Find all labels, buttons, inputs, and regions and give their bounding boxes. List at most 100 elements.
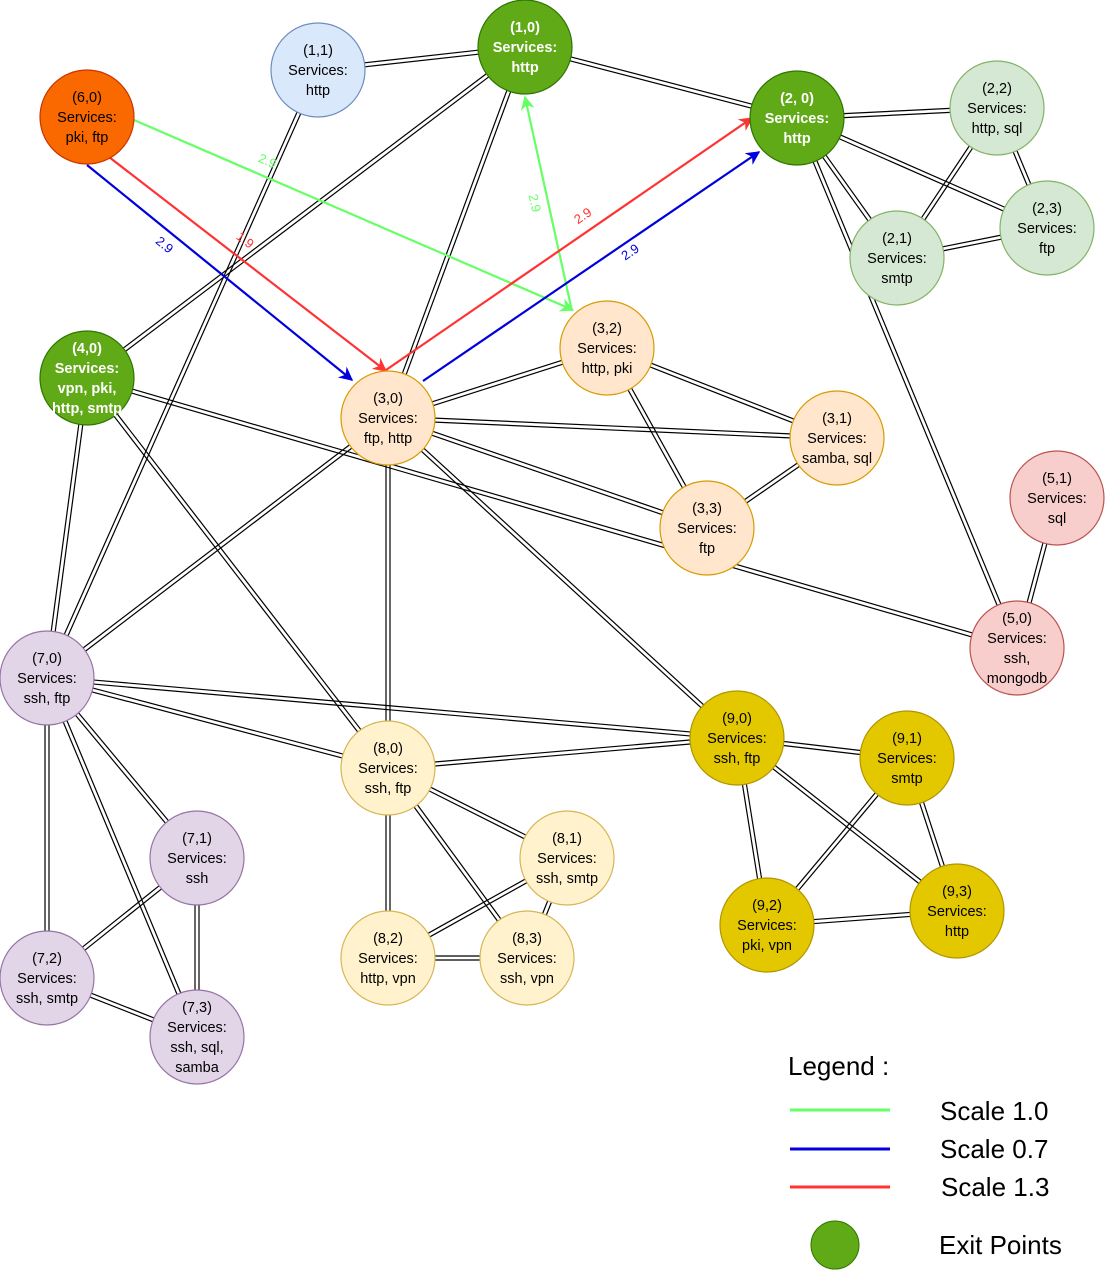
node-services-heading: Services: [358,411,418,427]
node-9-0[interactable]: (9,0)Services:ssh, ftp [689,690,785,786]
node-2-2[interactable]: (2,2)Services:http, sql [949,60,1045,156]
node-services-heading: Services: [497,951,557,967]
node-services-heading: Services: [167,1020,227,1036]
node-services-value: ftp [699,541,715,557]
node-services-heading: Services: [55,361,120,377]
node-circle[interactable] [859,710,955,806]
node-id-label: (3,0) [373,391,403,407]
node-circle[interactable] [719,877,815,973]
link-3-0-to-3-2 [431,359,564,407]
node-services-heading: Services: [987,631,1047,647]
link-4-0-to-8-0 [113,413,362,733]
node-circle[interactable] [999,180,1095,276]
node-circle[interactable] [949,60,1045,156]
node-services-value: ssh, vpn [500,971,554,987]
node-1-1[interactable]: (1,1)Services:http [270,22,366,118]
node-8-3[interactable]: (8,3) Services: ssh, vpn [479,910,575,1006]
node-7-3[interactable]: (7,3)Services:ssh, sql,samba [149,989,245,1085]
node-7-2[interactable]: (7,2)Services:ssh, smtp [0,930,95,1026]
node-circle[interactable] [270,22,366,118]
node-id-label: (8,2) [373,931,403,947]
node-services-value: smtp [891,771,922,787]
path-weight-label: 2.9 [256,150,279,171]
node-9-2[interactable]: (9,2)Services:pki, vpn [719,877,815,973]
link-7-0-to-9-0 [93,679,691,737]
node-circle[interactable] [909,863,1005,959]
node-2-1[interactable]: (2,1)Services:smtp [849,210,945,306]
node-8-0[interactable]: (8,0)Services:ssh, ftp [340,720,436,816]
node-circle[interactable] [519,810,615,906]
link-3-1-to-3-3 [744,462,800,504]
node-1-0[interactable]: (1,0)Services:http [477,0,573,95]
link-4-0-to-5-0 [131,388,973,638]
node-circle[interactable] [340,910,436,1006]
node-id-label: (6,0) [72,90,102,106]
node-circle[interactable] [340,720,436,816]
node-services-heading: Services: [707,731,767,747]
node-circle[interactable] [789,390,885,486]
node-5-0[interactable]: (5,0)Services:ssh,mongodb [969,600,1065,696]
link-7-2-to-7-3 [89,992,155,1023]
node-3-1[interactable]: (3,1)Services:samba, sql [789,390,885,486]
node-circle[interactable] [479,910,575,1006]
node-id-label: (3,3) [692,501,722,517]
attack-paths-layer: 2.91.92.92.92.92.9 [86,95,761,382]
node-7-0[interactable]: (7,0)Services:ssh, ftp [0,630,95,726]
node-3-3[interactable]: (3,3)Services:ftp [659,480,755,576]
node-circle[interactable] [340,370,436,466]
node-circle[interactable] [0,630,95,726]
node-9-1[interactable]: (9,1)Services:smtp [859,710,955,806]
link-2-2-to-2-1 [920,145,974,221]
node-id-label: (2,2) [982,81,1012,97]
link-2-0-to-2-2 [843,107,951,119]
link-8-0-to-8-2 [385,815,391,911]
node-services-value: samba, sql [802,451,872,467]
legend-label-scale-1-3: Scale 1.3 [941,1172,1049,1202]
node-services-heading: Services: [358,761,418,777]
node-8-1[interactable]: (8,1)Services:ssh, smtp [519,810,615,906]
node-circle[interactable] [0,930,95,1026]
link-7-0-to-7-2 [44,725,50,931]
link-7-1-to-7-2 [82,885,162,951]
node-id-label: (2,1) [882,231,912,247]
node-circle[interactable] [39,69,135,165]
node-services-heading: Services: [1017,221,1077,237]
node-circle[interactable] [559,300,655,396]
node-7-1[interactable]: (7,1)Services:ssh [149,810,245,906]
link-8-0-to-8-3 [413,804,502,922]
node-services-value: http, pki [582,361,633,377]
node-id-label: (9,1) [892,731,922,747]
link-8-2-to-8-3 [435,955,480,961]
node-circle[interactable] [969,600,1065,696]
link-9-0-to-9-2 [741,783,763,880]
node-3-2[interactable]: (3,2)Services:http, pki [559,300,655,396]
node-services-value: ssh, sql, [170,1040,223,1056]
path-weight-label: 2.9 [571,204,594,227]
node-8-2[interactable]: (8,2)Services:http, vpn [340,910,436,1006]
node-9-3[interactable]: (9,3)Services:http [909,863,1005,959]
link-3-0-to-3-3 [431,430,664,516]
link-9-0-to-9-1 [783,740,861,756]
node-4-0[interactable]: (4,0)Services:vpn, pki,http, smtp [39,330,135,426]
node-circle[interactable] [39,330,135,426]
node-circle[interactable] [689,690,785,786]
node-circle[interactable] [477,0,573,95]
node-id-label: (8,3) [512,931,542,947]
node-circle[interactable] [849,210,945,306]
node-circle[interactable] [749,70,845,166]
node-circle[interactable] [659,480,755,576]
node-2-0[interactable]: (2, 0)Services:http [749,70,845,166]
node-5-1[interactable]: (5,1)Services:sql [1009,450,1105,546]
node-circle[interactable] [1009,450,1105,546]
node-circle[interactable] [149,989,245,1085]
node-id-label: (1,0) [510,20,540,36]
node-id-label: (3,2) [592,321,622,337]
node-services-value: pki, ftp [66,130,109,146]
legend-title: Legend : [788,1051,889,1081]
node-id-label: (2, 0) [780,91,814,107]
node-6-0[interactable]: (6,0)Services:pki, ftp [39,69,135,165]
link-3-2-to-3-3 [627,387,687,489]
node-2-3[interactable]: (2,3)Services:ftp [999,180,1095,276]
node-3-0[interactable]: (3,0)Services:ftp, http [340,370,436,466]
node-circle[interactable] [149,810,245,906]
